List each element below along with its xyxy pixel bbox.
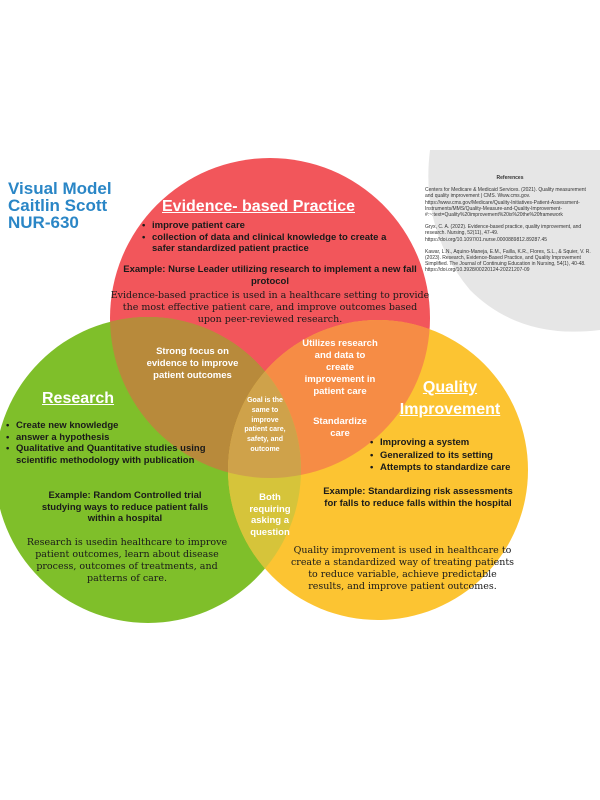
research-bullet: answer a hypothesis [4,432,209,444]
references-heading: References [496,175,524,181]
research-bullet-list: Create new knowledge answer a hypothesis… [4,420,209,466]
reference-entry: Gryx, C. A. (2022). Evidence-based pract… [425,224,582,243]
ebp-bullet: collection of data and clinical knowledg… [140,232,410,255]
reference-entry: Centers for Medicare & Medicaid Services… [425,187,586,219]
quality-bullet: Improving a system [368,437,538,450]
quality-heading-line-1: Quality [422,379,478,396]
research-example: Example: Random Controlled trial studyin… [41,490,209,524]
reference-entry: Kawar, L.N., Aquino-Maneja, E.M., Failla… [425,248,591,274]
ebp-quality-extra-text: Standardize care [313,416,367,439]
quality-bullet: Generalized to its setting [368,450,538,463]
title-line-1: Visual Model [8,179,112,198]
references-block: References Centers for Medicare & Medica… [425,175,595,280]
ebp-description: Evidence-based practice is used in a hea… [110,290,430,325]
quality-example: Example: Standardizing risk assessments … [323,486,513,509]
ebp-research-overlap-text: Strong focus on evidence to improve pati… [146,346,239,381]
quality-bullet-list: Improving a system Generalized to its se… [368,437,538,475]
title-line-3: NUR-630 [8,213,79,232]
ebp-example: Example: Nurse Leader utilizing research… [123,264,417,287]
research-bullet: Create new knowledge [4,420,209,432]
research-heading: Research [42,390,115,407]
quality-description: Quality improvement is used in healthcar… [290,545,515,592]
gray-decorative-shape [428,150,600,332]
ebp-quality-overlap-text: Utilizes research and data to create imp… [302,338,378,397]
research-bullet: Qualitative and Quantitative studies usi… [4,443,209,466]
quality-heading: Quality Improvement [390,377,510,421]
page-title: Visual Model Caitlin Scott NUR-630 [8,180,112,231]
ebp-bullet: improve patient care [140,220,410,232]
title-line-2: Caitlin Scott [8,196,108,215]
ebp-heading: Evidence- based Practice [162,198,355,215]
research-quality-overlap-text: Both requiring asking a question [249,492,291,538]
center-overlap-text: Goal is the same to improve patient care… [244,397,286,453]
research-description: Research is usedin healthcare to improve… [26,537,228,584]
ebp-bullet-list: improve patient care collection of data … [140,220,410,255]
quality-bullet: Attempts to standardize care [368,462,538,475]
quality-heading-line-2: Improvement [399,401,501,418]
